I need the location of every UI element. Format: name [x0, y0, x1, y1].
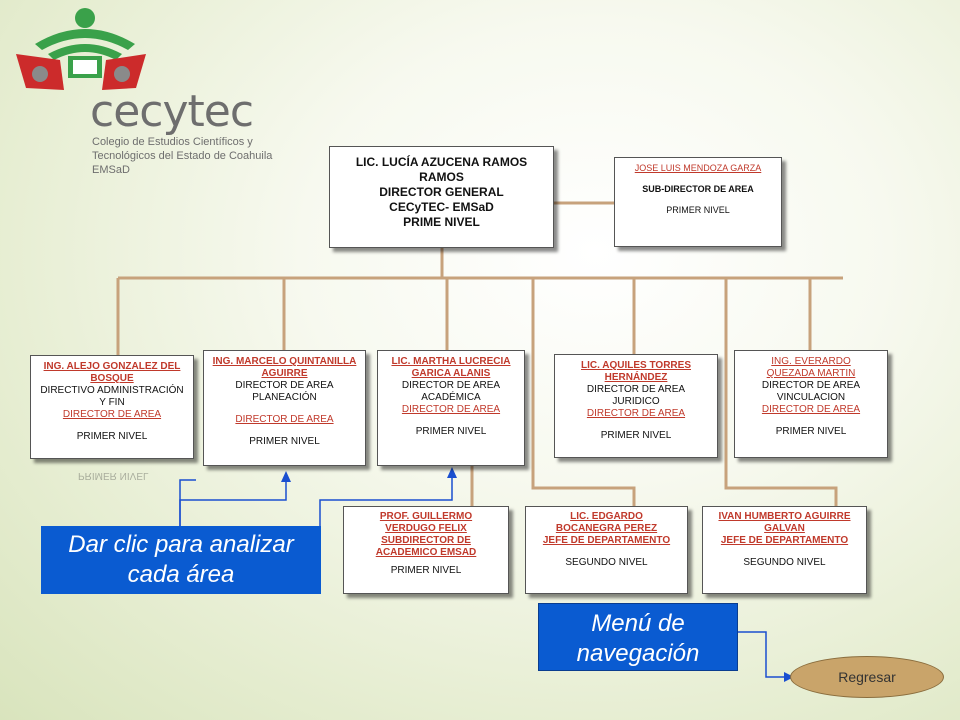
subdirector-title: SUB-DIRECTOR DE AREA — [642, 184, 754, 194]
academica-level: PRIMER NIVEL — [415, 426, 487, 437]
admin-level: PRIMER NIVEL — [76, 431, 148, 442]
subdirector-box[interactable]: JOSE LUIS MENDOZA GARZA SUB-DIRECTOR DE … — [614, 157, 782, 247]
admin-name-link[interactable]: ING. ALEJO GONZALEZ DEL BOSQUE — [43, 361, 181, 384]
logo-line1: Colegio de Estudios Científicos y — [92, 136, 253, 148]
departamento-aguirre-box[interactable]: IVAN HUMBERTO AGUIRRE GALVAN JEFE DE DEP… — [702, 506, 867, 594]
subacademica-area-link[interactable]: SUBDIRECTOR DE ACADEMICO EMSAD — [375, 535, 477, 558]
cecytec-logo: cecytec Colegio de Estudios Científicos … — [10, 4, 300, 184]
vinculacion-role: DIRECTOR DE AREA VINCULACION — [761, 380, 861, 403]
juridico-area-link[interactable]: DIRECTOR DE AREA — [586, 408, 686, 419]
academica-name-link[interactable]: LIC. MARTHA LUCRECIA GARICA ALANIS — [391, 356, 511, 379]
director-level: PRIME NIVEL — [403, 215, 480, 229]
direccion-academica-box[interactable]: LIC. MARTHA LUCRECIA GARICA ALANIS DIREC… — [377, 350, 525, 466]
director-org: CECyTEC- EMSaD — [389, 200, 494, 214]
analyze-callout: Dar clic para analizar cada área — [41, 526, 321, 594]
logo-brand: cecytec — [90, 86, 254, 137]
logo-line3: EMSaD — [92, 164, 130, 176]
regresar-label: Regresar — [838, 669, 896, 685]
director-name: LIC. LUCÍA AZUCENA RAMOS RAMOS — [355, 155, 528, 184]
direccion-planeacion-box[interactable]: ING. MARCELO QUINTANILLA AGUIRRE DIRECTO… — [203, 350, 366, 466]
vinculacion-name-link[interactable]: ING. EVERARDO QUEZADA MARTIN — [766, 356, 856, 379]
juridico-name-link[interactable]: LIC. AQUILES TORRES HERNÁNDEZ — [580, 360, 691, 383]
bocanegra-name-link[interactable]: LIC. EDGARDO BOCANEGRA PEREZ — [555, 511, 658, 534]
planeacion-name-link[interactable]: ING. MARCELO QUINTANILLA AGUIRRE — [212, 356, 357, 379]
planeacion-role: DIRECTOR DE AREA PLANEACIÓN — [235, 380, 334, 403]
subdireccion-academica-box[interactable]: PROF. GUILLERMO VERDUGO FELIX SUBDIRECTO… — [343, 506, 509, 594]
admin-role: DIRECTIVO ADMINISTRACIÓN Y FIN — [40, 385, 184, 408]
logo-emblem-icon — [16, 8, 146, 90]
director-general-box[interactable]: LIC. LUCÍA AZUCENA RAMOS RAMOS DIRECTOR … — [329, 146, 554, 248]
aguirre-area-link[interactable]: JEFE DE DEPARTAMENTO — [720, 535, 849, 546]
subacademica-name-link[interactable]: PROF. GUILLERMO VERDUGO FELIX — [379, 511, 473, 534]
admin-level-reflection: PRIMER NIVEL — [78, 470, 149, 481]
menu-navegacion-callout: Menú de navegación — [538, 603, 738, 671]
admin-area-link[interactable]: DIRECTOR DE AREA — [62, 409, 162, 420]
planeacion-level: PRIMER NIVEL — [249, 436, 320, 447]
academica-area-link[interactable]: DIRECTOR DE AREA — [401, 404, 501, 415]
subacademica-level: PRIMER NIVEL — [390, 565, 462, 576]
director-title: DIRECTOR GENERAL — [379, 185, 504, 199]
subdirector-level: PRIMER NIVEL — [666, 205, 730, 215]
juridico-role: DIRECTOR DE AREA JURIDICO — [586, 384, 686, 407]
juridico-level: PRIMER NIVEL — [600, 430, 672, 441]
direccion-juridico-box[interactable]: LIC. AQUILES TORRES HERNÁNDEZ DIRECTOR D… — [554, 354, 718, 458]
direccion-vinculacion-box[interactable]: ING. EVERARDO QUEZADA MARTIN DIRECTOR DE… — [734, 350, 888, 458]
regresar-button[interactable]: Regresar — [790, 656, 944, 698]
aguirre-level: SEGUNDO NIVEL — [743, 557, 826, 568]
vinculacion-area-link[interactable]: DIRECTOR DE AREA — [761, 404, 861, 415]
direccion-administracion-box[interactable]: ING. ALEJO GONZALEZ DEL BOSQUE DIRECTIVO… — [30, 355, 194, 459]
departamento-bocanegra-box[interactable]: LIC. EDGARDO BOCANEGRA PEREZ JEFE DE DEP… — [525, 506, 688, 594]
subdirector-name-link[interactable]: JOSE LUIS MENDOZA GARZA — [634, 163, 762, 173]
aguirre-name-link[interactable]: IVAN HUMBERTO AGUIRRE GALVAN — [718, 511, 851, 534]
academica-role: DIRECTOR DE AREA ACADÉMICA — [401, 380, 501, 403]
logo-line2: Tecnológicos del Estado de Coahuila — [92, 150, 273, 162]
vinculacion-level: PRIMER NIVEL — [775, 426, 847, 437]
planeacion-area-link[interactable]: DIRECTOR DE AREA — [235, 414, 334, 425]
bocanegra-area-link[interactable]: JEFE DE DEPARTAMENTO — [542, 535, 671, 546]
bocanegra-level: SEGUNDO NIVEL — [565, 557, 648, 568]
